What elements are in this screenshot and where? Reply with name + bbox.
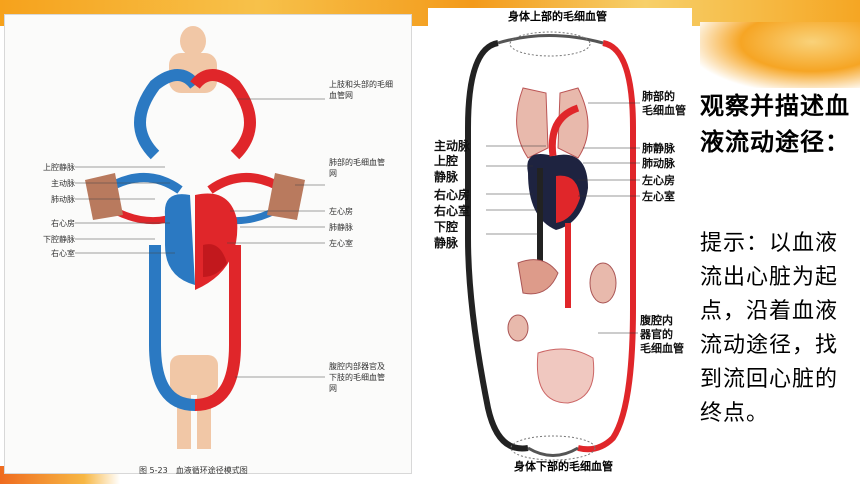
label-lower-body-capillaries: 身体下部的毛细血管 [514, 460, 613, 473]
artery-upper-right [190, 69, 256, 160]
corner-decoration [700, 22, 860, 88]
label-abdominal-organs-1: 腹腔内 [640, 314, 673, 327]
vein-lower-left [149, 245, 196, 411]
label-superior-vena-2: 静脉 [434, 170, 459, 184]
lower-capillary-net [510, 435, 596, 461]
figure-caption: 图 5-23 血液循环途径模式图 [139, 466, 248, 475]
label-pulmonary-artery-mid: 肺动脉 [642, 157, 675, 170]
heart-right-side [164, 194, 195, 285]
label-superior-vena-cava: 上腔静脉 [43, 163, 75, 172]
label-pulmonary-vein: 肺静脉 [329, 223, 353, 232]
head-shape [180, 26, 206, 56]
label-aorta: 主动脉 [51, 179, 75, 188]
label-lung-capillaries-2: 毛细血管 [642, 104, 686, 117]
label-upper-body-capillaries: 身体上部的毛细血管 [508, 10, 607, 23]
hint-text: 提示：以血液流出心脏为起点，沿着血液流动途径，找到流回心脏的终点。 [700, 231, 839, 426]
label-abdominal-organs-2: 器官的 [640, 328, 673, 341]
label-left-atrium: 左心房 [329, 207, 353, 216]
label-inferior-vena-cava: 下腔静脉 [43, 235, 75, 244]
label-left-ventricle-mid: 左心室 [642, 190, 675, 203]
label-pulmonary-artery: 肺动脉 [51, 195, 75, 204]
upper-capillary-net [509, 31, 591, 57]
label-right-ventricle: 右心室 [51, 249, 75, 258]
label-upper-capillaries: 上肢和头部的毛细血管网 [329, 80, 393, 100]
label-lung-capillaries: 肺部的毛细血管网 [329, 158, 385, 178]
label-pulmonary-vein-mid: 肺静脉 [642, 142, 675, 155]
artery-outer-right [577, 40, 636, 453]
upper-capillary-link [497, 34, 604, 45]
label-left-atrium-mid: 左心房 [642, 174, 675, 187]
label-inferior-vena-1: 下腔 [434, 220, 459, 234]
label-abdominal-organs-3: 毛细血管 [640, 342, 684, 355]
circulation-illustration [465, 31, 640, 461]
left-lung-illustration [516, 87, 549, 159]
spleen-illustration [507, 314, 529, 342]
label-aorta-mid: 主动脉 [434, 139, 471, 153]
aorta-illustration [548, 104, 580, 157]
label-left-ventricle: 左心室 [329, 239, 353, 248]
vein-upper-left [134, 69, 200, 160]
circulation-diagram-left: 上肢和头部的毛细血管网 肺部的毛细血管网 左心房 肺静脉 左心室 腹腔内部器官及… [4, 14, 412, 475]
lower-capillary-link [527, 446, 579, 457]
circulation-diagram-middle: 身体上部的毛细血管 身体下部的毛细血管 肺部的 毛细血管 肺静脉 肺动脉 左心房… [428, 8, 692, 476]
label-inferior-vena-2: 静脉 [434, 236, 459, 250]
kidney-illustration [589, 262, 617, 304]
intestine-illustration [536, 348, 595, 404]
label-right-atrium-mid: 右心房 [434, 188, 471, 202]
liver-illustration [517, 259, 559, 295]
label-right-ventricle-mid: 右心室 [434, 204, 471, 218]
label-right-atrium: 右心房 [51, 219, 75, 228]
left-ventricle-shape [203, 244, 227, 277]
hip-shape [170, 355, 218, 395]
label-superior-vena-1: 上腔 [434, 154, 459, 168]
vein-outer-left [465, 40, 529, 452]
artery-lower-right [194, 245, 241, 411]
heart-left-chambers [556, 175, 580, 223]
right-lung-illustration [557, 87, 589, 159]
left-lung-shape [85, 173, 123, 220]
label-lung-capillaries-1: 肺部的 [642, 90, 675, 103]
label-lower-capillaries: 腹腔内部器官及下肢的毛细血管网 [329, 362, 385, 393]
circulation-schematic [75, 26, 325, 449]
instruction-heading: 观察并描述血液流动途径： [700, 91, 850, 156]
